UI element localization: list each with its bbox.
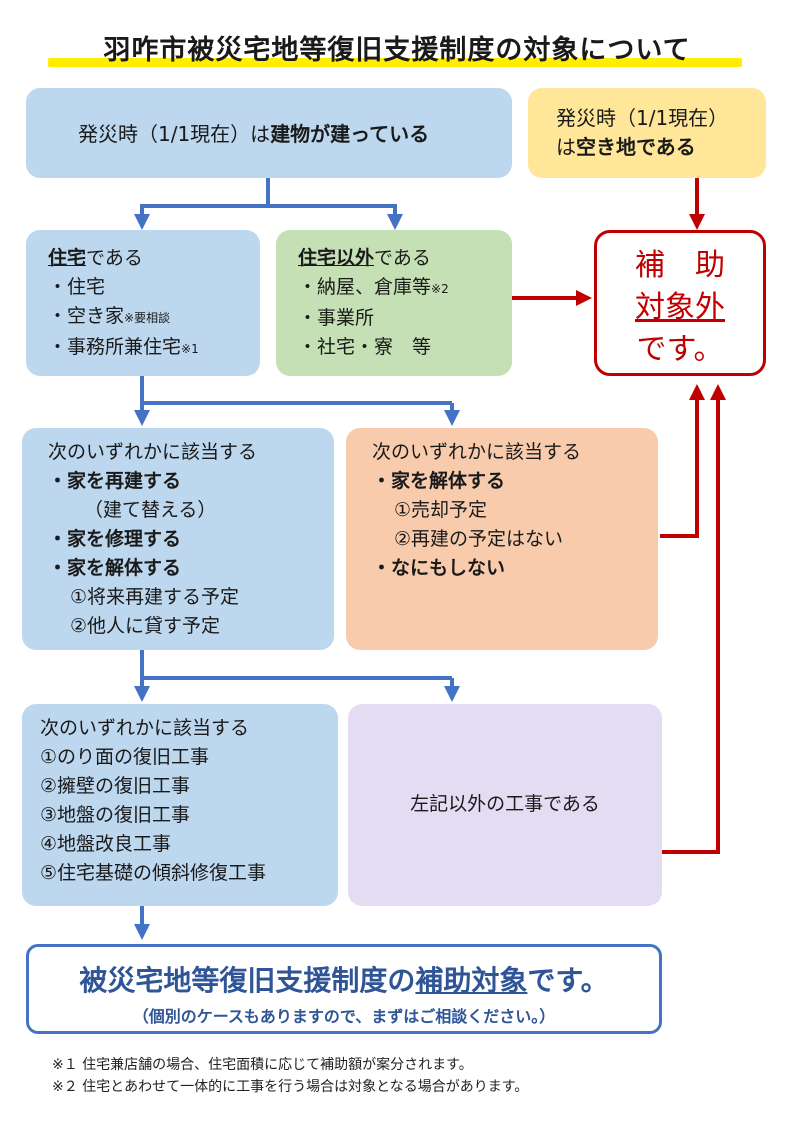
box-rebuild-repair: 次のいずれかに該当する ・家を再建する （建て替える） ・家を修理する ・家を解… (22, 428, 334, 650)
works-item: ③地盤の復旧工事 (40, 804, 191, 826)
non-housing-item: ・社宅・寮 等 (298, 336, 432, 358)
works-item: ⑤住宅基礎の傾斜修復工事 (40, 862, 267, 884)
works-item: ②擁壁の復旧工事 (40, 775, 191, 797)
box-other-works: 左記以外の工事である (348, 704, 662, 906)
box-eligible-result: 被災宅地等復旧支援制度の補助対象です。 （個別のケースもありますので、まずはご相… (26, 944, 662, 1034)
housing-item: ・住宅 (48, 276, 106, 298)
footnote-1: ※１ 住宅兼店舗の場合、住宅面積に応じて補助額が案分されます。 (52, 1057, 473, 1073)
connector-split-1 (140, 204, 397, 222)
footnote-2: ※２ 住宅とあわせて一体的に工事を行う場合は対象となる場合があります。 (52, 1079, 529, 1095)
non-housing-item: ・納屋、倉庫等 (298, 276, 432, 298)
box-demolish-sell: 次のいずれかに該当する ・家を解体する ①売却予定 ②再建の予定はない ・なにも… (346, 428, 658, 650)
housing-item: ・空き家 (48, 305, 125, 327)
box-housing: 住宅である ・住宅 ・空き家※要相談 ・事務所兼住宅※1 (26, 230, 260, 376)
housing-item: ・事務所兼住宅 (48, 336, 182, 358)
box-not-eligible: 補 助 対象外 です。 (594, 230, 766, 376)
box-building-exists: 発災時（1/1現在）は建物が建っている (26, 88, 512, 178)
non-housing-item: ・事業所 (298, 307, 375, 329)
connector-split-2 (140, 376, 452, 405)
arrow-purple-to-result (662, 392, 720, 854)
works-item: ④地盤改良工事 (40, 833, 172, 855)
box-non-housing: 住宅以外である ・納屋、倉庫等※2 ・事業所 ・社宅・寮 等 (276, 230, 512, 376)
box-eligible-works: 次のいずれかに該当する ①のり面の復旧工事 ②擁壁の復旧工事 ③地盤の復旧工事 … (22, 704, 338, 906)
page-title: 羽咋市被災宅地等復旧支援制度の対象について (0, 28, 794, 67)
connector-split-3 (140, 650, 452, 680)
arrow-orange-to-result (660, 392, 699, 538)
works-item: ①のり面の復旧工事 (40, 746, 210, 768)
box-vacant-lot: 発災時（1/1現在） は空き地である (528, 88, 766, 178)
